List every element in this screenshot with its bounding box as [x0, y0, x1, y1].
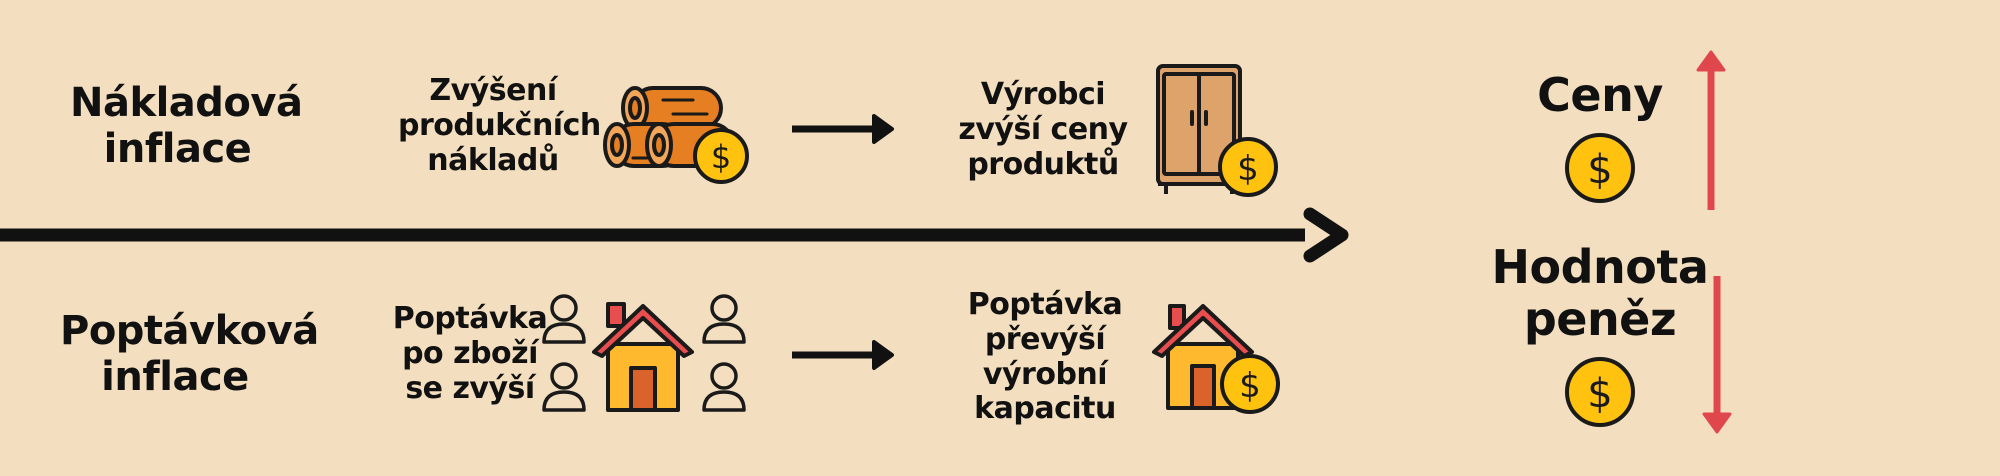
logs-with-coin-icon: $: [603, 86, 749, 184]
demand-inflation-title: Poptávková inflace: [60, 308, 319, 400]
money-value-coin-icon: $: [1565, 357, 1635, 427]
house-with-coin-icon: $: [1152, 304, 1280, 414]
demand-inflation-effect-text: Poptávka převýší výrobní kapacitu: [967, 287, 1123, 427]
wardrobe-with-coin-icon: $: [1156, 64, 1278, 197]
prices-coin-icon: $: [1565, 133, 1635, 203]
money-value-label: Hodnota peněz: [1491, 240, 1709, 346]
demand-small-arrow: [792, 340, 894, 370]
coin-symbol: $: [711, 138, 731, 176]
main-timeline-arrow: [0, 207, 1349, 263]
coin-symbol: $: [1237, 149, 1259, 189]
coin-symbol: $: [1239, 366, 1261, 406]
money-value-down-arrow: [1702, 276, 1732, 434]
prices-label: Ceny: [1537, 68, 1663, 122]
demand-inflation-cause-text: Poptávka po zboží se zvýší: [392, 301, 548, 406]
coin-symbol: $: [1587, 147, 1612, 193]
cost-inflation-cause-text: Zvýšení produkčních nákladů: [398, 73, 601, 178]
cost-small-arrow: [792, 114, 894, 144]
house-with-people-icon: [542, 294, 746, 412]
prices-up-arrow: [1696, 50, 1726, 210]
cost-inflation-title: Nákladová inflace: [70, 80, 303, 172]
cost-inflation-effect-text: Výrobci zvýší ceny produktů: [958, 77, 1128, 182]
coin-symbol: $: [1587, 371, 1612, 417]
